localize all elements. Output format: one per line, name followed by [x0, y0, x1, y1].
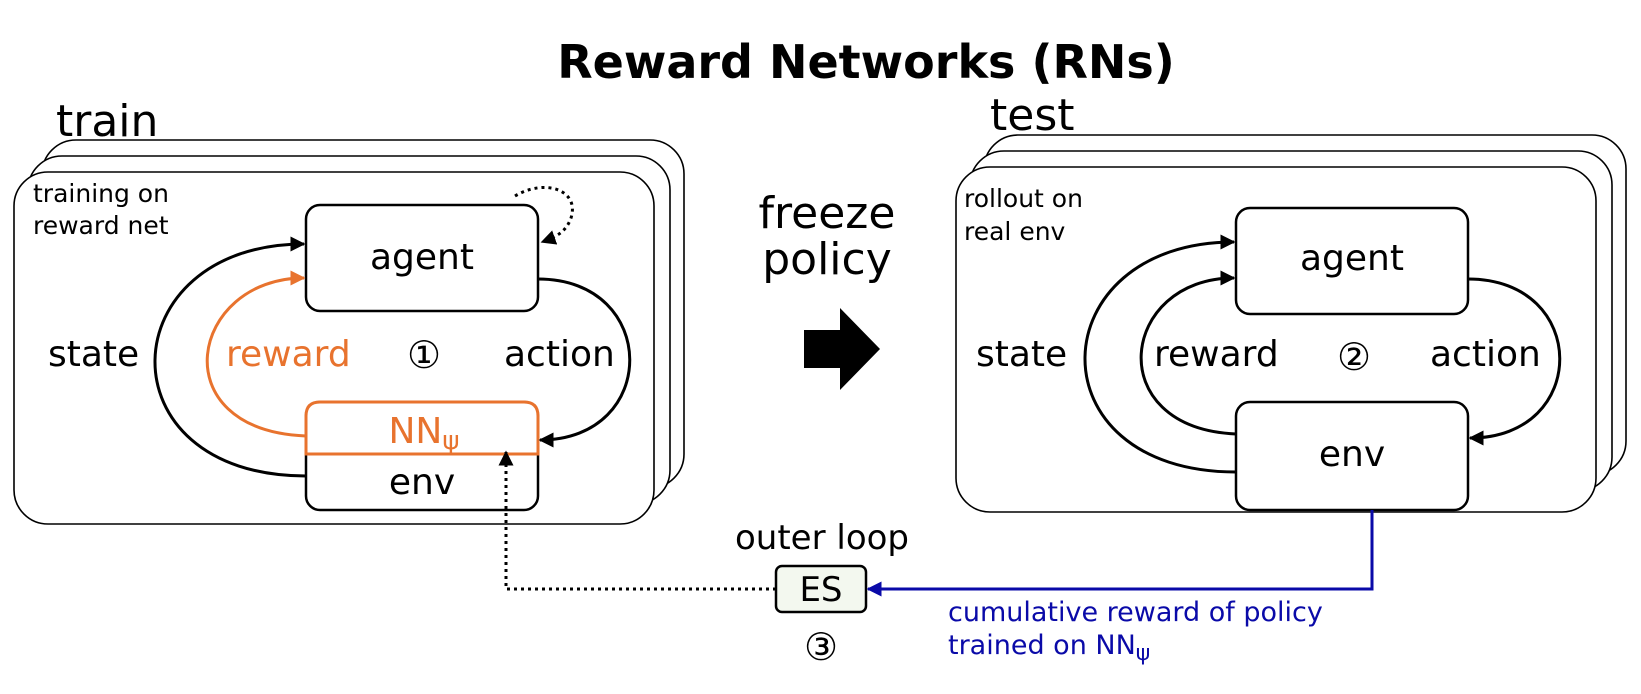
middle-section: freeze policy outer loop ES ③	[498, 188, 909, 669]
feedback-line2: trained on NNψ	[948, 630, 1150, 666]
train-nn-label: NNψ	[388, 411, 459, 456]
es-step-marker: ③	[804, 625, 838, 669]
test-agent-box	[1234, 206, 1470, 316]
test-env-box	[1234, 400, 1470, 512]
train-action-label: action	[504, 334, 615, 375]
train-action-arrow	[537, 277, 632, 448]
train-state-arrow	[153, 236, 307, 478]
test-action-label: action	[1430, 334, 1541, 375]
test-state-arrow	[1083, 234, 1237, 474]
test-caption-line1: rollout on	[964, 184, 1083, 213]
outer-loop-label: outer loop	[735, 518, 909, 558]
train-step-marker: ①	[407, 333, 441, 377]
test-action-arrow	[1467, 277, 1562, 446]
test-state-label: state	[976, 334, 1067, 375]
train-heading: train	[56, 96, 158, 147]
es-label: ES	[799, 570, 842, 610]
train-agent-box	[304, 203, 540, 313]
train-reward-label: reward	[226, 334, 351, 375]
train-nn-box	[304, 400, 540, 456]
freeze-arrow-icon	[804, 308, 880, 390]
test-caption-line2: real env	[964, 217, 1066, 246]
test-heading: test	[990, 90, 1075, 141]
test-agent-label: agent	[1300, 238, 1404, 279]
train-state-label: state	[48, 334, 139, 375]
freeze-line1: freeze	[759, 188, 896, 239]
train-panel: train training on reward net agent NNψ e…	[13, 96, 685, 525]
test-step-marker: ②	[1337, 335, 1371, 379]
feedback-line1: cumulative reward of policy	[948, 597, 1323, 628]
test-env-label: env	[1319, 434, 1385, 475]
freeze-line2: policy	[762, 234, 892, 285]
train-reward-arrow	[205, 270, 307, 438]
diagram-title: Reward Networks (RNs)	[557, 35, 1175, 89]
train-caption-line1: training on	[33, 179, 169, 208]
test-reward-label: reward	[1154, 334, 1279, 375]
test-panel: test rollout on real env agent env state…	[955, 90, 1627, 513]
train-caption-line2: reward net	[33, 211, 169, 240]
test-reward-arrow	[1139, 270, 1237, 436]
train-agent-label: agent	[370, 237, 474, 278]
feedback-path: cumulative reward of policy trained on N…	[866, 510, 1374, 666]
env-to-es-blue-arrow	[866, 510, 1374, 597]
train-env-label: env	[389, 462, 455, 503]
